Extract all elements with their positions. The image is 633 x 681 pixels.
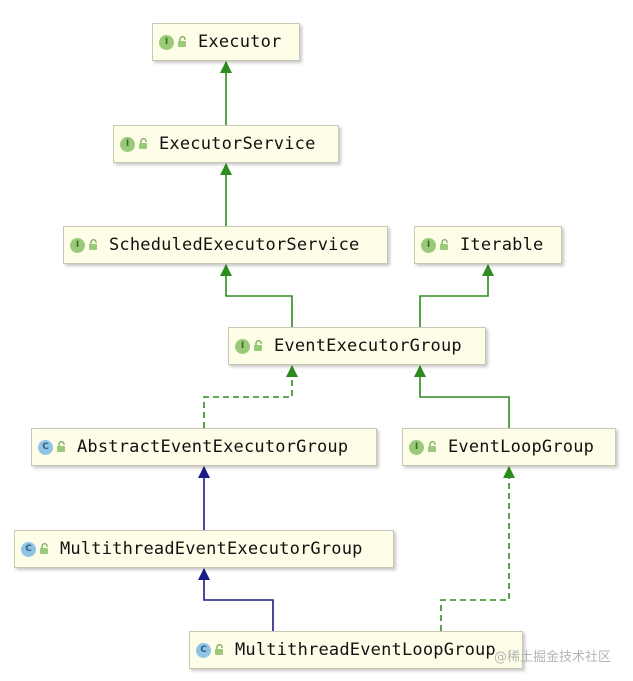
- class-node-abstract-event-executor-group[interactable]: C AbstractEventExecutorGroup: [31, 428, 377, 466]
- watermark: @稀土掘金技术社区: [494, 650, 612, 665]
- class-name-label: EventLoopGroup: [448, 437, 595, 457]
- edge-multithread-event-loop-group-to-event-loop-group: [440, 466, 515, 631]
- class-node-multithread-event-executor-group[interactable]: C MultithreadEventExecutorGroup: [14, 530, 394, 568]
- public-lock-icon: [214, 644, 225, 656]
- interface-icon: I: [421, 237, 436, 253]
- edge-multithread-event-loop-group-to-multithread-event-executor-group: [198, 568, 274, 631]
- public-lock-icon: [88, 239, 99, 251]
- interface-icon: I: [70, 237, 85, 253]
- edges-layer: [198, 61, 515, 631]
- abstract-class-icon: C: [21, 541, 36, 557]
- class-name-label: AbstractEventExecutorGroup: [77, 437, 349, 457]
- class-name-label: Executor: [198, 32, 282, 52]
- public-lock-icon: [253, 340, 264, 352]
- public-lock-icon: [177, 36, 188, 48]
- class-name-label: ExecutorService: [159, 134, 316, 154]
- public-lock-icon: [138, 138, 149, 150]
- abstract-class-icon: C: [38, 439, 53, 455]
- edge-event-executor-group-to-iterable: [419, 264, 494, 327]
- class-name-label: ScheduledExecutorService: [109, 235, 360, 255]
- class-node-executor[interactable]: I Executor: [152, 23, 300, 61]
- class-name-label: MultithreadEventExecutorGroup: [60, 539, 363, 559]
- edge-event-executor-group-to-scheduled-executor-service: [220, 264, 293, 327]
- public-lock-icon: [56, 441, 67, 453]
- class-node-event-executor-group[interactable]: I EventExecutorGroup: [228, 327, 486, 365]
- interface-icon: I: [120, 136, 135, 152]
- interface-icon: I: [409, 439, 424, 455]
- class-node-scheduled-executor-service[interactable]: I ScheduledExecutorService: [63, 226, 388, 264]
- class-name-label: Iterable: [460, 235, 544, 255]
- class-node-iterable[interactable]: I Iterable: [414, 226, 562, 264]
- class-node-executor-service[interactable]: I ExecutorService: [113, 125, 339, 163]
- public-lock-icon: [427, 441, 438, 453]
- public-lock-icon: [39, 543, 50, 555]
- class-node-multithread-event-loop-group[interactable]: C MultithreadEventLoopGroup: [189, 631, 523, 669]
- edge-event-loop-group-to-event-executor-group: [414, 365, 510, 428]
- interface-icon: I: [235, 338, 250, 354]
- class-name-label: MultithreadEventLoopGroup: [235, 640, 496, 660]
- edge-abstract-event-executor-group-to-event-executor-group: [203, 365, 298, 428]
- abstract-class-icon: C: [196, 642, 211, 658]
- interface-icon: I: [159, 34, 174, 50]
- public-lock-icon: [439, 239, 450, 251]
- class-node-event-loop-group[interactable]: I EventLoopGroup: [402, 428, 616, 466]
- class-name-label: EventExecutorGroup: [274, 336, 462, 356]
